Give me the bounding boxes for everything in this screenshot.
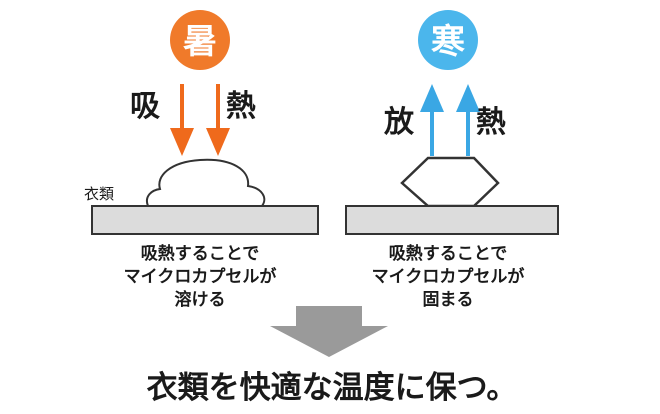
left-caption: 吸熱することで マイクロカプセルが 溶ける (124, 243, 277, 310)
right-caption-line-1: 吸熱することで (389, 243, 508, 264)
release-char-right: 熱 (476, 105, 506, 140)
release-arrow-right (456, 84, 480, 156)
fabric-label: 衣類 (84, 185, 114, 203)
release-char-left: 放 (383, 105, 415, 140)
fabric-right (345, 205, 559, 235)
release-arrow-left (420, 84, 444, 156)
down-arrow (270, 306, 388, 357)
absorb-arrow-left (170, 84, 194, 156)
melting-microcapsule (146, 158, 266, 207)
right-caption: 吸熱することで マイクロカプセルが 固まる (372, 243, 525, 310)
absorb-arrow-right (206, 84, 230, 156)
right-caption-line-2: マイクロカプセルが (372, 266, 525, 287)
right-caption-line-3: 固まる (423, 290, 474, 310)
absorb-char-right: 熱 (226, 89, 256, 124)
left-caption-line-1: 吸熱することで (141, 243, 260, 264)
cold-badge-label: 寒 (431, 22, 465, 62)
hot-badge-label: 暑 (183, 22, 217, 62)
cold-badge: 寒 (418, 10, 478, 70)
solid-microcapsule (400, 156, 500, 208)
hot-badge: 暑 (170, 10, 230, 70)
fabric-left (91, 205, 319, 235)
absorb-char-left: 吸 (130, 89, 160, 124)
left-caption-line-2: マイクロカプセルが (124, 266, 277, 287)
left-caption-line-3: 溶ける (175, 289, 226, 310)
conclusion-text: 衣類を快適な温度に保つ。 (147, 370, 518, 406)
